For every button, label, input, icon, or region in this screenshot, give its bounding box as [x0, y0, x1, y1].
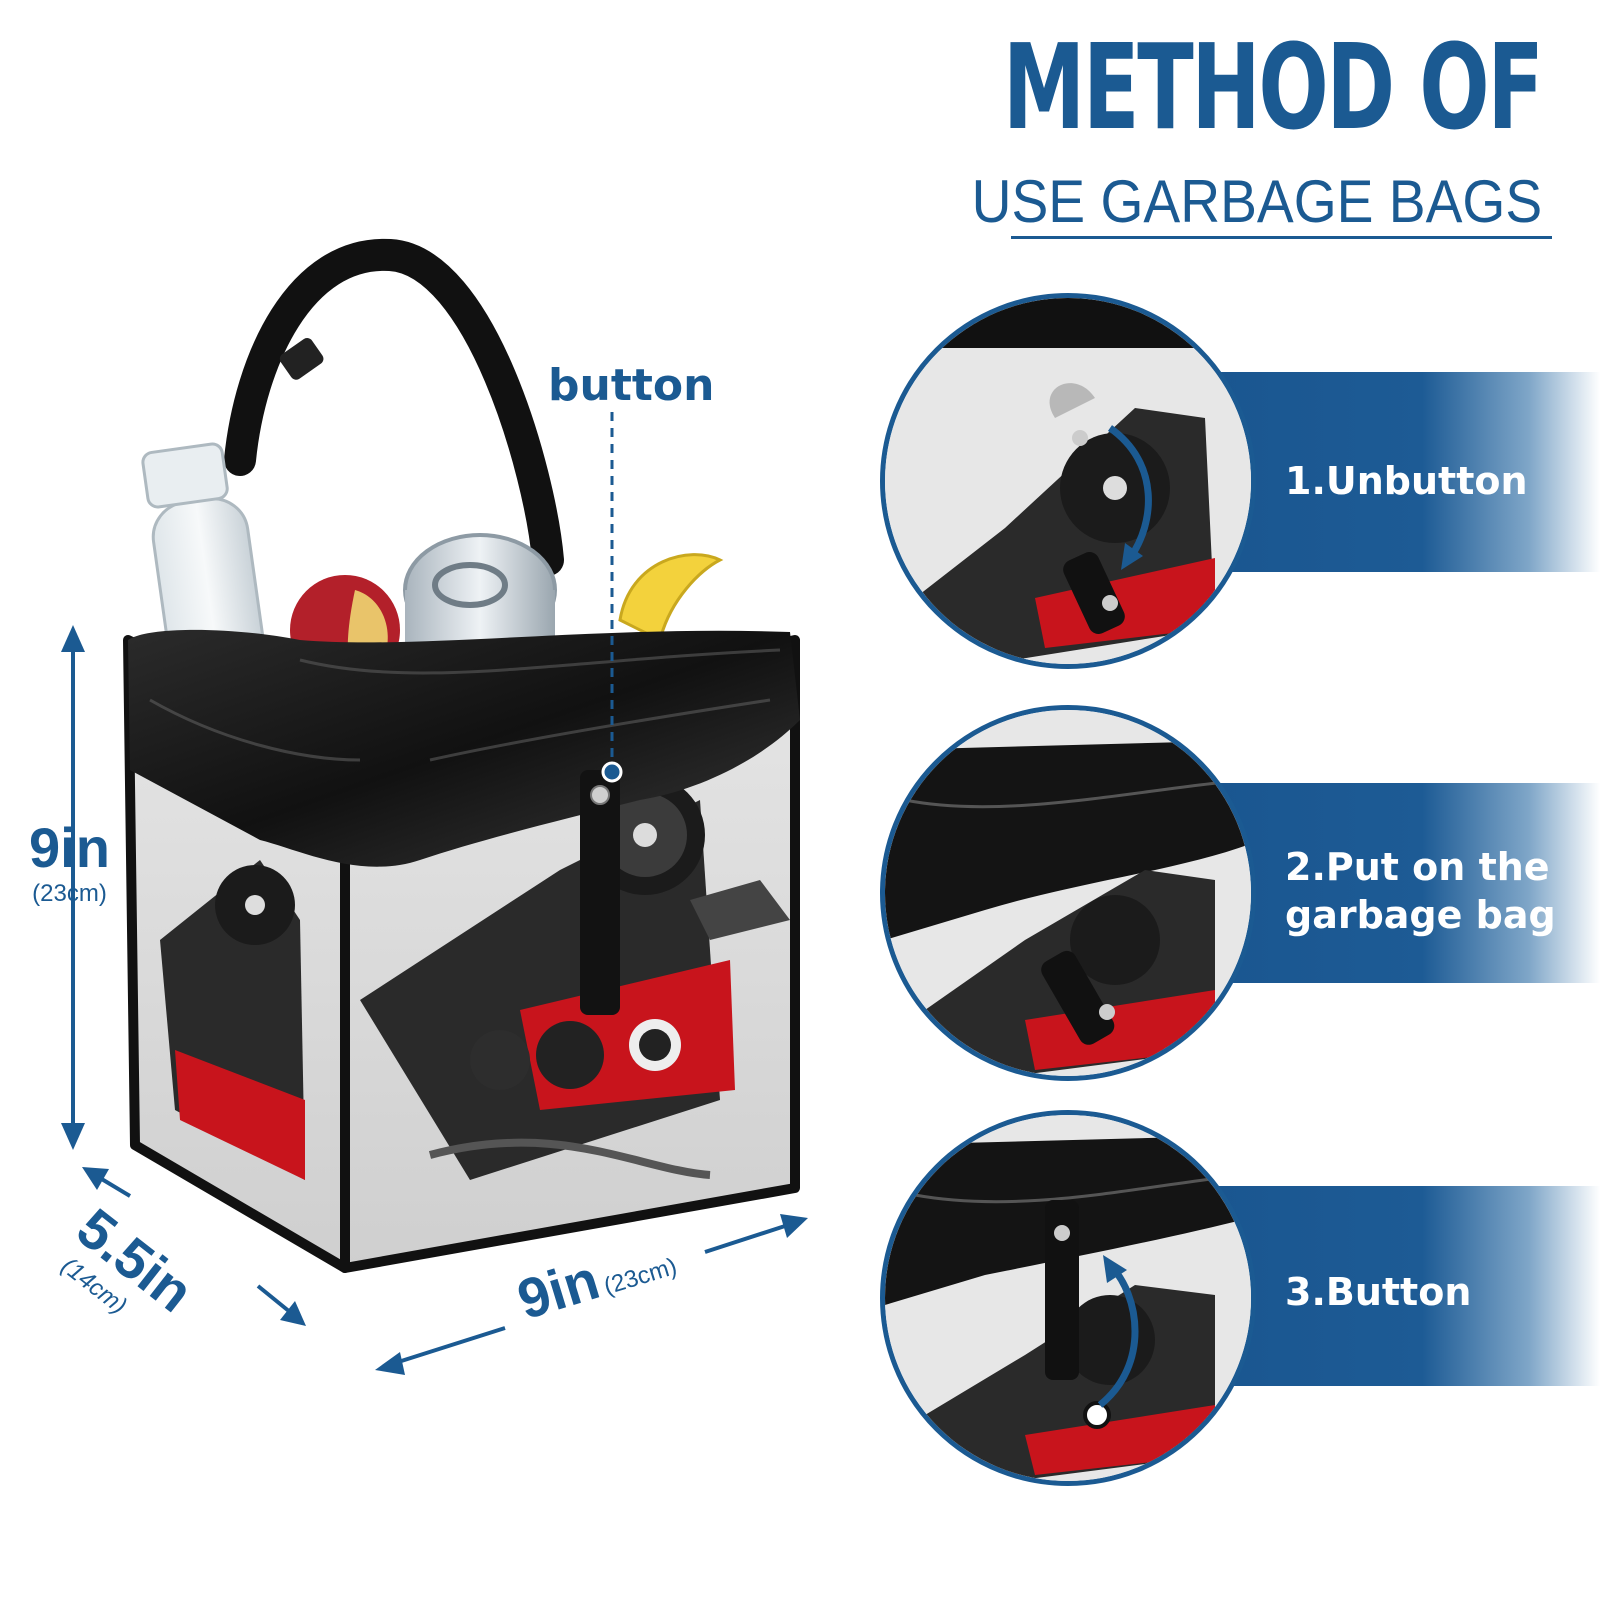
title-underline [1011, 236, 1552, 239]
strap [224, 238, 564, 576]
height-value: 9in [29, 816, 110, 879]
train-front [360, 775, 790, 1180]
width-arrow-left [375, 1326, 506, 1375]
depth-arrow-upper [82, 1167, 132, 1198]
step-2-band [1205, 783, 1600, 983]
step-2-image [880, 705, 1256, 1081]
step-3-label: 3.Button [1285, 1270, 1472, 1314]
train-side [160, 860, 305, 1180]
height-arrow [61, 625, 85, 1150]
title-use-garbage-bags: USE GARBAGE BAGS [971, 168, 1542, 235]
garbage-bag-rim [128, 629, 800, 867]
front-button-strap [580, 770, 620, 1015]
button-callout-label: button [548, 360, 715, 411]
height-metric: (23cm) [32, 880, 107, 907]
height-dimension: 9in (23cm) [22, 815, 117, 908]
step-1-image [880, 293, 1256, 669]
button-callout-dot [601, 761, 623, 783]
title-method-of: METHOD OF [1003, 18, 1544, 156]
step-1-band [1205, 372, 1600, 572]
step-1-label: 1.Unbutton [1285, 459, 1528, 503]
banana [618, 553, 724, 643]
strap-buckle [279, 338, 324, 380]
step-3-band [1205, 1186, 1600, 1386]
step-2-label: 2.Put on the garbage bag [1285, 845, 1556, 937]
width-arrow-right [704, 1214, 808, 1254]
depth-arrow-lower [256, 1284, 306, 1326]
step-3-image [880, 1110, 1256, 1486]
front-snap-button [590, 785, 610, 805]
